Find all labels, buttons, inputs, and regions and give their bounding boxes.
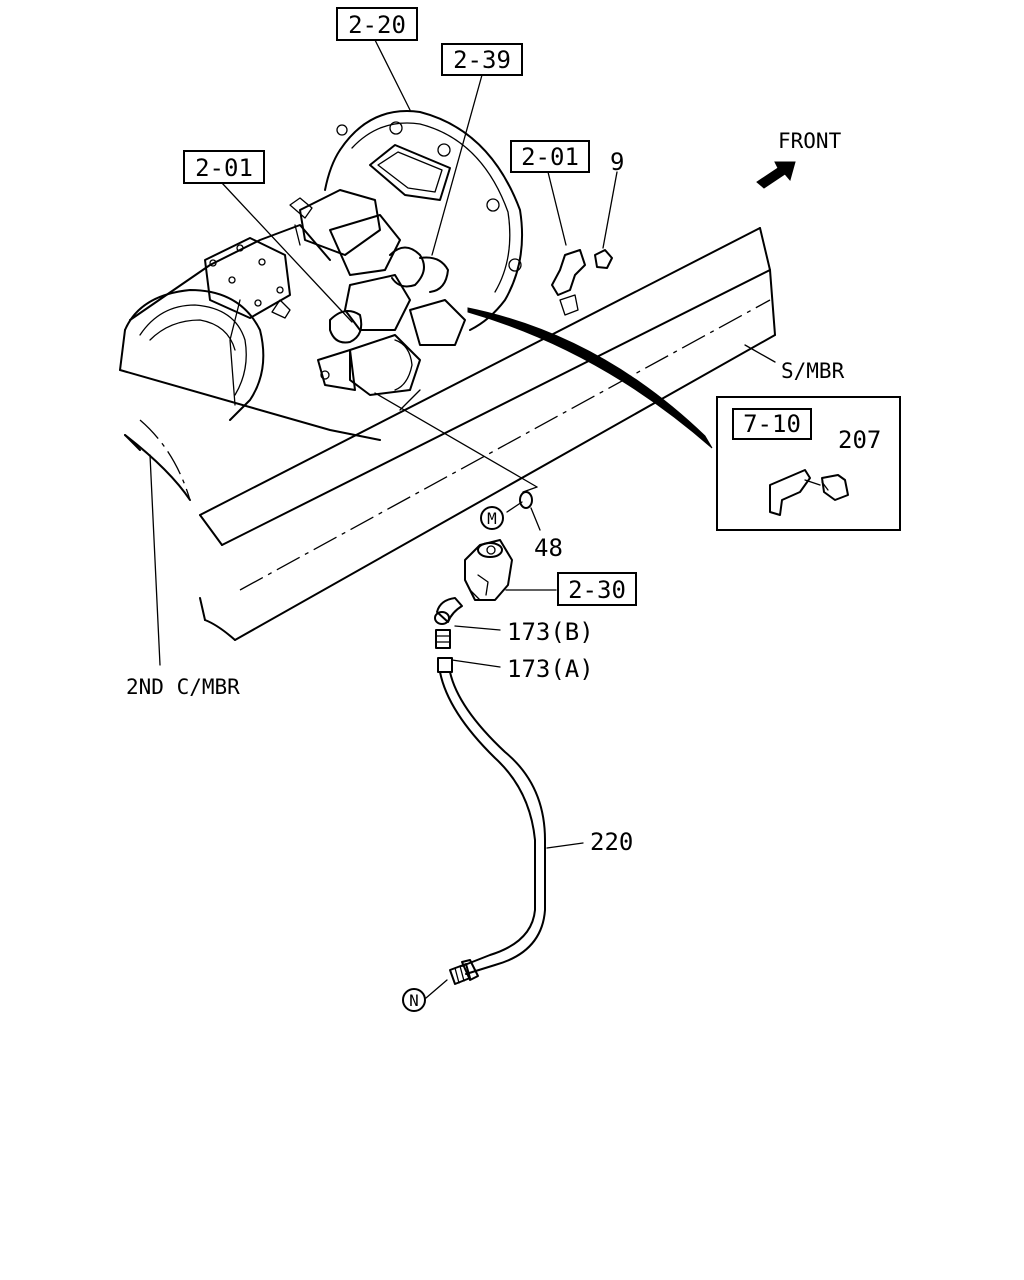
part-label-173b: 173(B)	[507, 618, 594, 646]
front-arrow-icon	[756, 161, 796, 189]
marker-m[interactable]: M	[480, 506, 504, 530]
front-arrow-group: FRONT	[756, 129, 842, 189]
detail-callout-wedge	[467, 307, 713, 449]
ref-label: 2-01	[521, 143, 579, 171]
cross-member-label: 2ND C/MBR	[126, 675, 240, 699]
ref-box-2-01-left[interactable]: 2-01	[183, 150, 265, 184]
part-label-207: 207	[838, 426, 881, 454]
hose-220	[439, 671, 546, 985]
marker-m-label: M	[487, 509, 497, 528]
ref-label: 2-39	[453, 46, 511, 74]
marker-n[interactable]: N	[402, 988, 426, 1012]
ref-box-7-10[interactable]: 7-10	[732, 408, 812, 440]
ref-box-2-39[interactable]: 2-39	[441, 43, 523, 76]
side-member-label: S/MBR	[781, 359, 845, 383]
ref-label: 2-01	[195, 154, 253, 182]
side-member-frame	[199, 227, 776, 641]
part-label-220: 220	[590, 828, 633, 856]
valve-fittings-group	[434, 491, 533, 673]
ref-box-2-01-right[interactable]: 2-01	[510, 140, 590, 173]
part-label-173a: 173(A)	[507, 655, 594, 683]
cross-member	[119, 369, 381, 666]
ref-label: 2-30	[568, 576, 626, 604]
ref-label: 2-20	[348, 11, 406, 39]
transmission-assembly	[119, 110, 524, 421]
part-label-9: 9	[610, 148, 624, 176]
leader-lines	[221, 39, 853, 999]
ref-box-2-30[interactable]: 2-30	[557, 572, 637, 606]
marker-n-label: N	[409, 991, 419, 1010]
ref-label: 7-10	[743, 410, 801, 438]
ref-box-2-20[interactable]: 2-20	[336, 7, 418, 41]
part-label-48: 48	[534, 534, 563, 562]
front-label: FRONT	[778, 129, 842, 153]
bracket-nut-group	[551, 249, 613, 316]
